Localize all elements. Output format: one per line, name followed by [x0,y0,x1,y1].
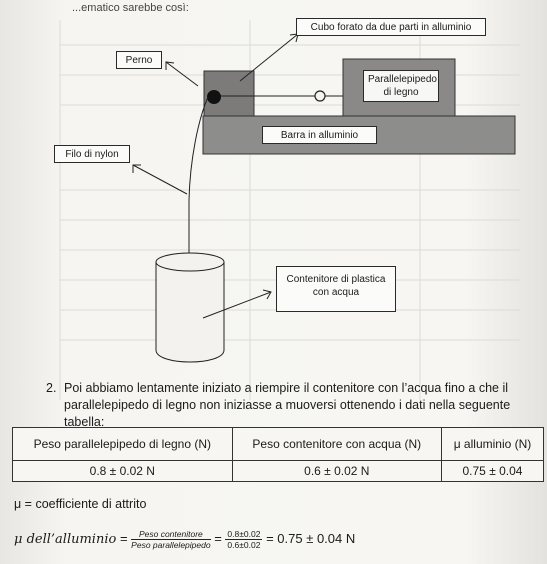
header-peso-contenitore: Peso contenitore con acqua (N) [231,427,442,461]
formula-equals: = [119,530,128,546]
label-barra: Barra in alluminio [262,126,377,144]
header-mu-alluminio: μ alluminio (N) [440,427,545,461]
label-cubo: Cubo forato da due parti in alluminio [296,18,486,36]
table-header-row: Peso parallelepipedo di legno (N) Peso c… [12,427,545,461]
step-text: Poi abbiamo lentamente iniziato a riempi… [64,381,511,429]
fraction-numerator: Peso contenitore [131,529,211,540]
formula-lhs: μ dell’alluminio [14,531,117,547]
fraction-values-numerator: 0.8±0.02 [225,529,263,540]
label-perno: Perno [116,51,162,69]
friction-formula: μ dell’alluminio = Peso contenitore Peso… [14,529,355,550]
fraction-denominator: Peso parallelepipedo [131,540,211,550]
value-peso-contenitore: 0.6 ± 0.02 N [231,460,442,482]
apparatus-diagram [132,33,516,363]
fraction-values-denominator: 0.6±0.02 [227,540,261,550]
fraction-values: 0.8±0.02 0.6±0.02 [225,529,263,550]
water-container [155,262,225,363]
aluminum-cube [203,70,255,117]
fraction-weights: Peso contenitore Peso parallelepipedo [131,529,211,550]
hook-ring [314,90,326,102]
header-peso-parallelepipedo: Peso parallelepipedo di legno (N) [12,427,233,461]
formula-result: = 0.75 ± 0.04 N [266,530,356,546]
table-row: 0.8 ± 0.02 N 0.6 ± 0.02 N 0.75 ± 0.04 [12,460,545,482]
mu-definition: μ = coefficiente di attrito [14,497,147,511]
value-mu-alluminio: 0.75 ± 0.04 [440,460,545,482]
formula-equals-2: = [214,530,222,546]
step-number: 2. [46,381,57,395]
data-table: Peso parallelepipedo di legno (N) Peso c… [12,427,545,482]
value-peso-parallelepipedo: 0.8 ± 0.02 N [12,460,233,482]
label-contenitore: Contenitore di plastica con acqua [276,266,396,312]
label-parallelepipedo: Parallelepipedo di legno [363,70,439,102]
pivot-pin [207,90,221,104]
header-fragment: ...ematico sarebbe così: [72,2,189,14]
label-filo: Filo di nylon [54,145,130,163]
